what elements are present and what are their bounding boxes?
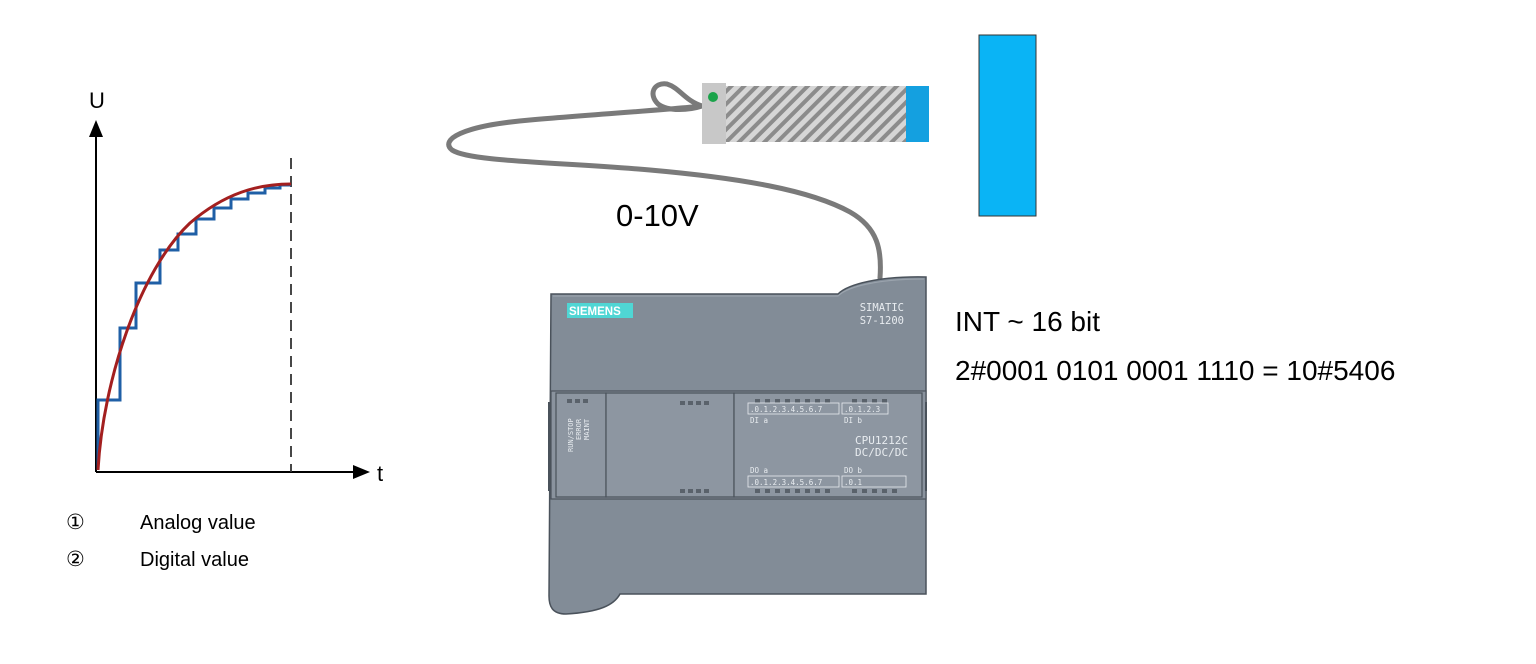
plc-di-a-numbers: .0.1.2.3.4.5.6.7 (750, 405, 822, 414)
plc-status-panel (555, 392, 607, 498)
y-axis-arrow (89, 120, 103, 137)
plc-do-b-bracket (841, 475, 907, 488)
signal-range-label: 0-10V (616, 198, 699, 233)
plc-do-a-label: DO a (750, 466, 768, 475)
x-axis-arrow (353, 465, 370, 479)
proximity-sensor (702, 83, 929, 144)
signal-graph: U t (89, 88, 383, 486)
plc-di-b-numbers: .0.1.2.3 (844, 405, 880, 414)
plc-do-b-label: DO b (844, 466, 863, 475)
plc-cpu-model: CPU1212C (855, 434, 908, 447)
plc-status-maint: MAINT (583, 418, 591, 440)
legend-marker-digital: ② (66, 548, 85, 571)
plc-brand: SIEMENS (569, 306, 621, 318)
legend-label-digital: Digital value (140, 549, 249, 571)
signal-cable (446, 81, 883, 281)
y-axis-label: U (89, 88, 105, 113)
sensor-tip (906, 86, 929, 142)
plc-model: S7-1200 (860, 315, 904, 327)
plc-top-bevel (553, 278, 925, 297)
analog-value-curve (96, 182, 292, 471)
binary-decimal-conversion: 2#0001 0101 0001 1110 = 10#5406 (955, 355, 1395, 386)
plc-power-type: DC/DC/DC (855, 446, 908, 459)
plc-di-a-label: DI a (750, 416, 768, 425)
plc-di-b-leds (852, 399, 887, 403)
plc-do-a-leds (755, 489, 830, 493)
plc-do-b-leds (852, 489, 897, 493)
legend-label-analog: Analog value (140, 512, 256, 534)
plc-slot-leds (680, 401, 709, 493)
plc-do-a-numbers: .0.1.2.3.4.5.6.7 (750, 478, 822, 487)
plc-di-a-leds (755, 399, 830, 403)
plc-di-b-label: DI b (844, 416, 863, 425)
int-type-label: INT ~ 16 bit (955, 306, 1100, 337)
plc-status-run-stop: RUN/STOP (567, 418, 575, 452)
plc-board-slot (605, 392, 735, 498)
plc-brand-badge (567, 303, 633, 318)
plc-family: SIMATIC (860, 302, 904, 314)
plc-di-a-bracket (747, 402, 840, 415)
sensor-body (726, 86, 908, 142)
plc-device: SIEMENS SIMATIC S7-1200 RUN/STOP ERROR M… (548, 276, 927, 615)
graph-legend: ① Analog value ② Digital value (66, 511, 256, 571)
x-axis-label: t (377, 461, 383, 486)
plc-io-panel (733, 392, 923, 498)
plc-status-error: ERROR (575, 418, 583, 440)
legend-marker-analog: ① (66, 511, 85, 534)
target-object (978, 34, 1037, 217)
plc-di-b-bracket (841, 402, 889, 415)
plc-do-a-bracket (747, 475, 840, 488)
plc-status-leds (567, 399, 588, 403)
sensor-indicator-led (708, 92, 718, 102)
plc-do-b-numbers: .0.1 (844, 478, 862, 487)
